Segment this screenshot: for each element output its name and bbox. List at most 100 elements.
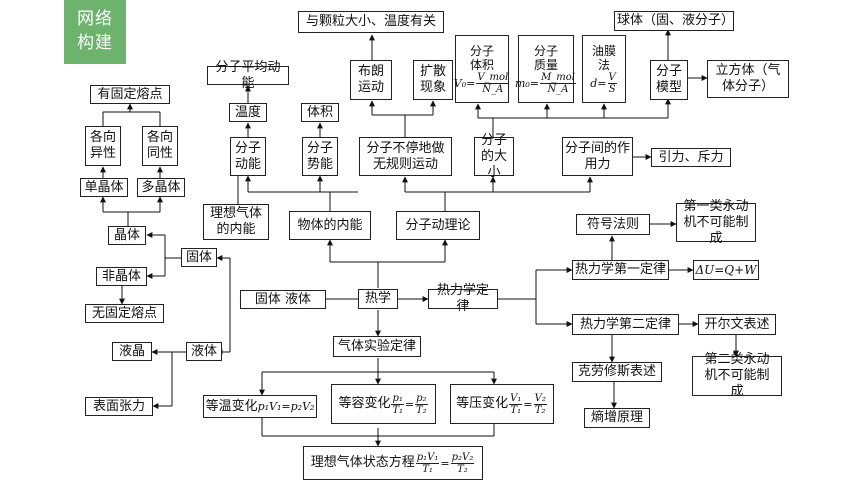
node-single-crystal: 单晶体	[80, 178, 128, 197]
t2-symbol-3: T₂	[457, 463, 468, 475]
node-solid-label: 固体	[185, 249, 212, 265]
t1-symbol-3: T₁	[422, 463, 433, 475]
isochoric-label: 等容变化	[338, 396, 391, 411]
node-kelvin-statement: 开尔文表述	[698, 314, 776, 335]
node-entropy-label: 熵增原理	[590, 410, 643, 425]
node-second-pm-label: 第二类永动机不可能制成	[704, 352, 770, 399]
m0-symbol: m₀=	[515, 76, 540, 90]
isobaric-label: 等压变化	[456, 396, 509, 411]
mol-volume-title: 分子体积	[469, 43, 494, 72]
node-first-pm-label: 第一类永动机不可能制成	[683, 198, 749, 246]
node-liquid: 液体	[186, 342, 222, 361]
node-brownian-motion: 布朗运动	[350, 60, 392, 100]
node-heat-label: 热学	[364, 291, 391, 306]
node-second-perpetual-motion: 第二类永动机不可能制成	[692, 352, 782, 399]
node-surface-tension-label: 表面张力	[92, 398, 145, 414]
node-second-law-label: 热力学第二定律	[579, 316, 671, 332]
node-first-perpetual-motion: 第一类永动机不可能制成	[676, 199, 756, 246]
node-first-law-eq-label: ΔU=Q+W	[695, 263, 757, 277]
node-average-kinetic-energy: 分子平均动能	[207, 60, 289, 91]
node-temperature-label: 温度	[234, 104, 261, 120]
node-volume: 体积	[301, 103, 339, 122]
node-isotropic-label: 各向同性	[146, 130, 173, 161]
node-volume-label: 体积	[306, 104, 333, 120]
node-molecular-theory: 分子动理论	[396, 211, 480, 240]
node-molecular-force: 分子间的作用力	[562, 137, 633, 176]
node-first-law-label: 热力学第一定律	[575, 262, 667, 277]
p1-symbol: p₁	[391, 392, 404, 405]
node-diffusion: 扩散现象	[413, 60, 453, 100]
node-mol-kinetic-label: 分子动能	[234, 140, 261, 172]
node-surface-tension: 表面张力	[85, 397, 153, 416]
node-mol-potential-label: 分子势能	[306, 140, 333, 172]
t1-symbol: T₁	[392, 404, 404, 416]
node-molecular-model: 分子模型	[650, 60, 688, 100]
node-amorphous-label: 非晶体	[101, 268, 141, 284]
badge-line-1: 网络	[77, 9, 113, 29]
node-gas-experimental-laws: 气体实验定律	[333, 336, 421, 357]
node-molecular-size: 分子的大小	[474, 133, 514, 180]
node-single-crystal-label: 单晶体	[84, 179, 124, 195]
node-attract-repel-label: 引力、斥力	[658, 149, 724, 165]
node-poly-crystal-label: 多晶体	[141, 179, 181, 195]
node-molecular-potential-energy: 分子势能	[302, 137, 338, 176]
node-random-motion: 分子不停地做无规则运动	[359, 137, 452, 176]
vmol-symbol: V_mol	[476, 71, 510, 84]
node-molecular-theory-label: 分子动理论	[405, 217, 471, 233]
badge-line-2: 构建	[77, 33, 113, 53]
node-entropy-principle: 熵增原理	[584, 408, 650, 428]
node-avg-ke-label: 分子平均动能	[215, 59, 281, 91]
node-internal-energy-label: 物体的内能	[297, 217, 363, 233]
v2-symbol: V₂	[533, 392, 547, 405]
p1v1-symbol: p₁V₁	[415, 451, 440, 464]
node-cube-label: 立方体（气体分子）	[715, 63, 781, 94]
node-solid-liquid: 固体 液体	[240, 290, 326, 309]
node-first-law-equation: ΔU=Q+W	[693, 260, 759, 280]
node-crystal-label: 晶体	[113, 227, 140, 243]
node-temperature: 温度	[229, 103, 267, 122]
node-size-temp-label: 与颗粒大小、温度有关	[305, 14, 436, 29]
node-fixed-melting-point: 有固定熔点	[90, 85, 170, 104]
node-attraction-repulsion: 引力、斥力	[651, 148, 731, 167]
s-symbol: S	[608, 83, 616, 95]
node-heat: 热学	[358, 289, 398, 309]
node-anisotropic-label: 各向异性	[89, 130, 116, 161]
node-isotropic: 各向同性	[142, 126, 178, 166]
node-diffusion-label: 扩散现象	[419, 64, 446, 95]
node-no-fixed-mp-label: 无固定熔点	[91, 305, 157, 321]
node-second-law: 热力学第二定律	[572, 314, 679, 335]
node-first-law: 热力学第一定律	[572, 260, 669, 280]
node-fixed-mp-label: 有固定熔点	[97, 86, 163, 102]
equals-symbol: =	[404, 397, 415, 411]
node-amorphous: 非晶体	[96, 267, 147, 286]
node-ideal-gas-internal-energy: 理想气体的内能	[203, 204, 269, 240]
node-isothermal: 等温变化 p₁V₁=p₂V₂	[203, 395, 317, 418]
node-sign-rule: 符号法则	[576, 214, 650, 235]
node-crystal: 晶体	[108, 226, 146, 245]
node-mol-force-label: 分子间的作用力	[565, 140, 631, 172]
ideal-gas-eq-label: 理想气体状态方程	[310, 455, 415, 470]
node-sign-rule-label: 符号法则	[586, 216, 639, 232]
node-sphere-label: 球体（固、液分子）	[617, 13, 735, 28]
node-thermo-label: 热力学定律	[436, 283, 489, 314]
section-badge: 网络 构建	[64, 0, 126, 64]
node-liquid-label: 液体	[190, 343, 217, 359]
v1-symbol: V₁	[509, 392, 523, 405]
t2-symbol-2: T₂	[534, 404, 546, 416]
p2v2-symbol: p₂V₂	[450, 451, 475, 464]
equals-symbol-2: =	[523, 397, 533, 411]
isothermal-label: 等温变化	[205, 398, 258, 414]
oil-film-title: 油膜法	[591, 43, 616, 72]
node-solid: 固体	[181, 248, 217, 267]
t2-symbol: T₂	[415, 404, 427, 416]
node-size-temperature-dependence: 与颗粒大小、温度有关	[298, 11, 444, 33]
